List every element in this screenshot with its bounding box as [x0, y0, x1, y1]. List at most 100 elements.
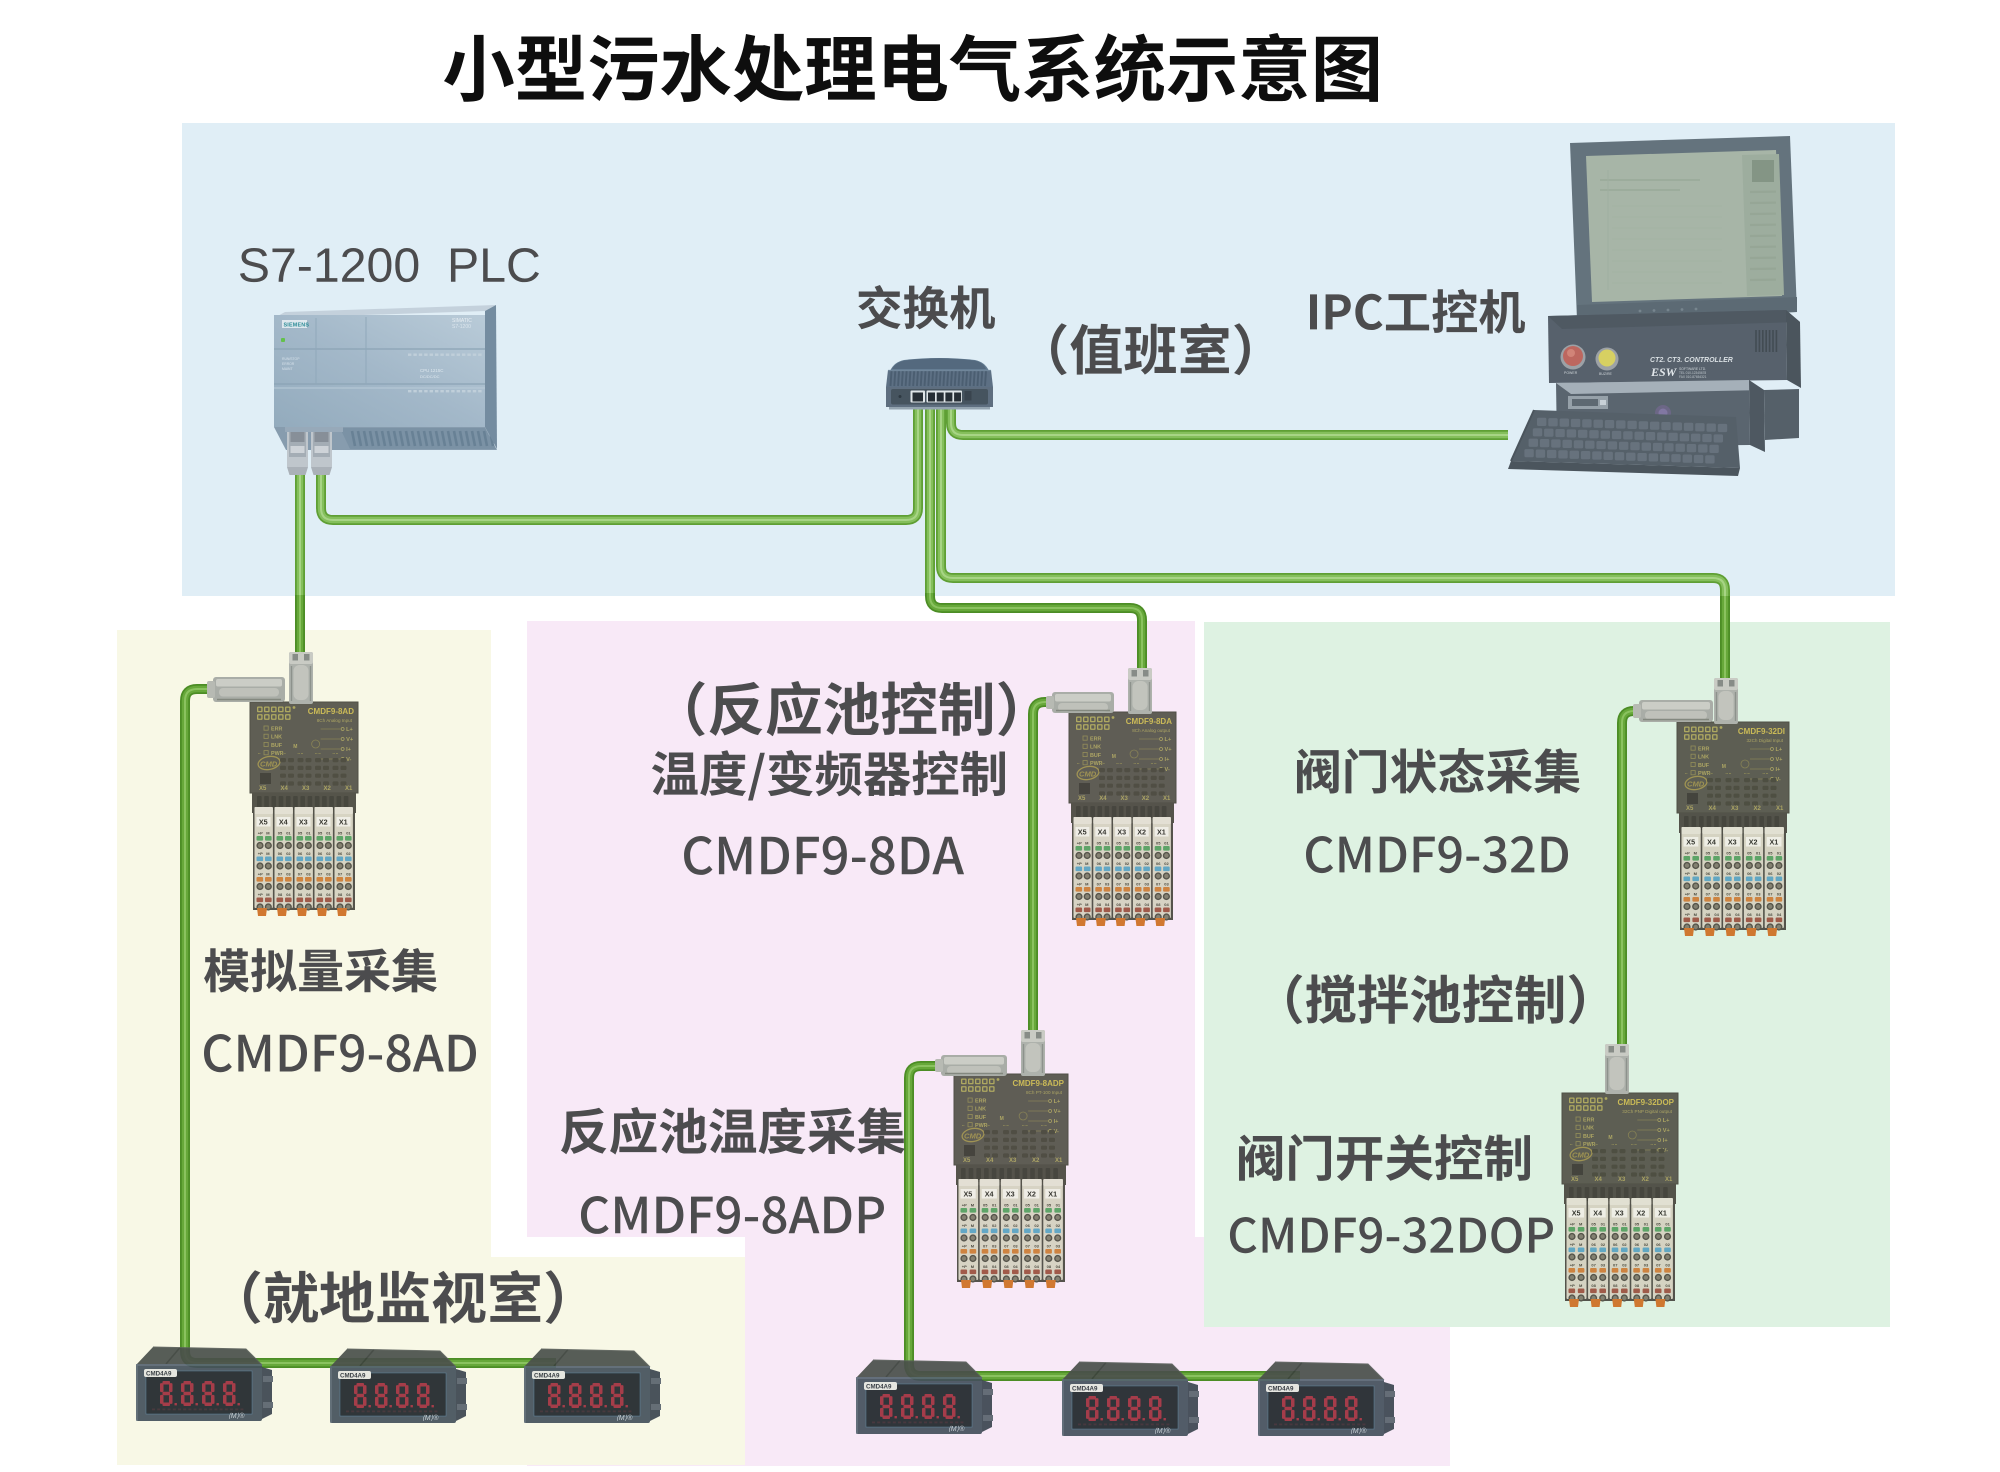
svg-text:LNK: LNK [271, 735, 282, 741]
svg-text:06: 06 [1004, 1223, 1009, 1228]
svg-text:02: 02 [326, 851, 331, 856]
svg-text:+P: +P [962, 1244, 967, 1249]
svg-text:05: 05 [1025, 1203, 1030, 1208]
svg-text:CMD: CMD [1572, 1151, 1590, 1160]
svg-text:06: 06 [1706, 871, 1711, 876]
svg-text:08: 08 [1747, 912, 1752, 917]
svg-text:X3: X3 [1728, 838, 1737, 847]
svg-text:▪▪ ▪▪: ▪▪ ▪▪ [333, 752, 339, 756]
svg-text:M: M [1579, 1222, 1583, 1227]
svg-text:05: 05 [1136, 841, 1141, 846]
svg-text:+P: +P [1685, 912, 1690, 917]
svg-text:+P: +P [1570, 1242, 1575, 1247]
svg-text:07: 07 [1706, 892, 1711, 897]
svg-text:X4: X4 [279, 818, 288, 827]
svg-text:X1: X1 [1665, 1177, 1673, 1183]
svg-text:X1: X1 [345, 786, 353, 792]
svg-text:03: 03 [346, 872, 351, 877]
svg-text:07: 07 [1747, 892, 1752, 897]
svg-text:01: 01 [1756, 851, 1761, 856]
svg-text:X2: X2 [1642, 1177, 1650, 1183]
svg-text:⟨M⟩®: ⟨M⟩® [422, 1414, 439, 1422]
svg-text:06: 06 [1116, 861, 1121, 866]
svg-text:M: M [1722, 764, 1726, 770]
svg-text:M: M [1579, 1263, 1583, 1268]
svg-text:M: M [1579, 1283, 1583, 1288]
svg-text:M: M [293, 744, 297, 750]
svg-text:32Ch PNP Digital output: 32Ch PNP Digital output [1622, 1109, 1672, 1114]
svg-text:X4: X4 [1593, 1209, 1602, 1218]
svg-text:LNK: LNK [975, 1107, 986, 1113]
svg-text:▪▪ ▪▪: ▪▪ ▪▪ [1003, 1124, 1009, 1128]
svg-text:X5: X5 [1078, 828, 1087, 837]
svg-text:+P: +P [258, 831, 263, 836]
svg-text:08: 08 [1156, 902, 1161, 907]
svg-text:02: 02 [1013, 1223, 1018, 1228]
svg-text:M: M [266, 892, 270, 897]
svg-text:04: 04 [1644, 1283, 1649, 1288]
svg-text:BUF: BUF [1698, 763, 1710, 769]
svg-text:⟨M⟩®: ⟨M⟩® [948, 1425, 965, 1433]
svg-text:02: 02 [1644, 1242, 1649, 1247]
svg-text:▪▪: ▪▪ [1685, 772, 1687, 776]
svg-text:▪▪ ▪▪: ▪▪ ▪▪ [1592, 1143, 1598, 1147]
svg-text:X4: X4 [1099, 796, 1107, 802]
svg-text:I+: I+ [346, 747, 352, 753]
svg-text:▪▪ ▪▪: ▪▪ ▪▪ [1116, 762, 1122, 766]
svg-text:CMDF9-32DI: CMDF9-32DI [1738, 727, 1785, 736]
svg-text:08: 08 [1768, 912, 1773, 917]
svg-text:▪▪: ▪▪ [1570, 1143, 1572, 1147]
svg-text:+P: +P [1077, 841, 1082, 846]
svg-text:06: 06 [1025, 1223, 1030, 1228]
svg-text:01: 01 [1777, 851, 1782, 856]
svg-text:04: 04 [286, 892, 291, 897]
svg-text:07: 07 [1097, 882, 1102, 887]
svg-text:+P: +P [1077, 902, 1082, 907]
svg-text:X1: X1 [1658, 1209, 1667, 1218]
svg-text:06: 06 [1047, 1223, 1052, 1228]
svg-text:M: M [971, 1264, 975, 1269]
svg-text:+P: +P [1685, 851, 1690, 856]
svg-text:X5: X5 [1686, 838, 1695, 847]
svg-text:ERR: ERR [1583, 1117, 1594, 1123]
svg-text:BUF: BUF [1583, 1134, 1595, 1140]
svg-text:X1: X1 [1048, 1190, 1057, 1199]
svg-text:CMD4A9: CMD4A9 [534, 1373, 560, 1380]
svg-text:03: 03 [1105, 882, 1110, 887]
svg-text:M: M [1085, 882, 1089, 887]
svg-text:01: 01 [1622, 1222, 1627, 1227]
svg-text:I+: I+ [1054, 1119, 1060, 1125]
svg-text:05: 05 [1726, 851, 1731, 856]
svg-text:06: 06 [298, 851, 303, 856]
svg-text:03: 03 [1622, 1263, 1627, 1268]
svg-text:▪▪ ▪▪: ▪▪ ▪▪ [984, 1124, 990, 1128]
svg-text:01: 01 [1164, 841, 1169, 846]
svg-text:S7-1200: S7-1200 [452, 324, 471, 330]
svg-text:04: 04 [1013, 1264, 1018, 1269]
svg-text:08: 08 [1656, 1283, 1661, 1288]
svg-text:05: 05 [1706, 851, 1711, 856]
svg-text:X5: X5 [1572, 1209, 1581, 1218]
svg-text:07: 07 [1726, 892, 1731, 897]
svg-text:▪▪ ▪▪: ▪▪ ▪▪ [1041, 1124, 1047, 1128]
svg-text:02: 02 [1777, 871, 1782, 876]
svg-text:08: 08 [278, 892, 283, 897]
svg-text:▪▪ ▪▪: ▪▪ ▪▪ [1763, 772, 1769, 776]
svg-text:X2: X2 [319, 818, 328, 827]
svg-text:L+: L+ [1663, 1118, 1670, 1124]
svg-text:L+: L+ [1165, 737, 1172, 743]
svg-text:ERR: ERR [975, 1098, 986, 1104]
svg-text:8Ch Analog output: 8Ch Analog output [1132, 728, 1171, 733]
svg-text:CMD4A9: CMD4A9 [340, 1373, 366, 1380]
svg-text:X2: X2 [1749, 838, 1758, 847]
svg-text:03: 03 [1034, 1244, 1039, 1249]
svg-text:03: 03 [1125, 882, 1130, 887]
svg-text:⟨M⟩®: ⟨M⟩® [228, 1412, 245, 1420]
svg-text:08: 08 [1613, 1283, 1618, 1288]
svg-text:04: 04 [1777, 912, 1782, 917]
svg-text:05: 05 [1116, 841, 1121, 846]
svg-text:X3: X3 [1618, 1177, 1626, 1183]
svg-text:+P: +P [1685, 871, 1690, 876]
svg-text:06: 06 [1591, 1242, 1596, 1247]
svg-text:▪▪ ▪▪: ▪▪ ▪▪ [1651, 1143, 1657, 1147]
